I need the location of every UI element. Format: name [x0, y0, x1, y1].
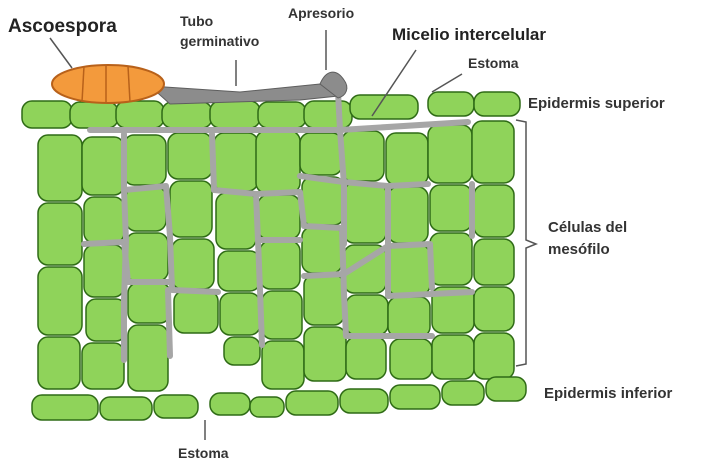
label-epidermis-inferior: Epidermis inferior	[544, 385, 673, 402]
ascospore	[52, 65, 347, 104]
label-ascoespora: Ascoespora	[8, 16, 117, 37]
label-apresorio: Apresorio	[288, 5, 354, 21]
label-tubo-line1: Tubo	[180, 13, 213, 29]
mesophyll-cells	[38, 121, 514, 391]
label-estoma-top: Estoma	[468, 55, 519, 71]
label-tubo-line2: germinativo	[180, 33, 259, 49]
label-celulas-line1: Células del	[548, 219, 627, 236]
label-estoma-bottom: Estoma	[178, 445, 229, 461]
label-epidermis-superior: Epidermis superior	[528, 95, 665, 112]
label-micelio: Micelio intercelular	[392, 25, 546, 44]
label-celulas-line2: mesófilo	[548, 241, 610, 258]
